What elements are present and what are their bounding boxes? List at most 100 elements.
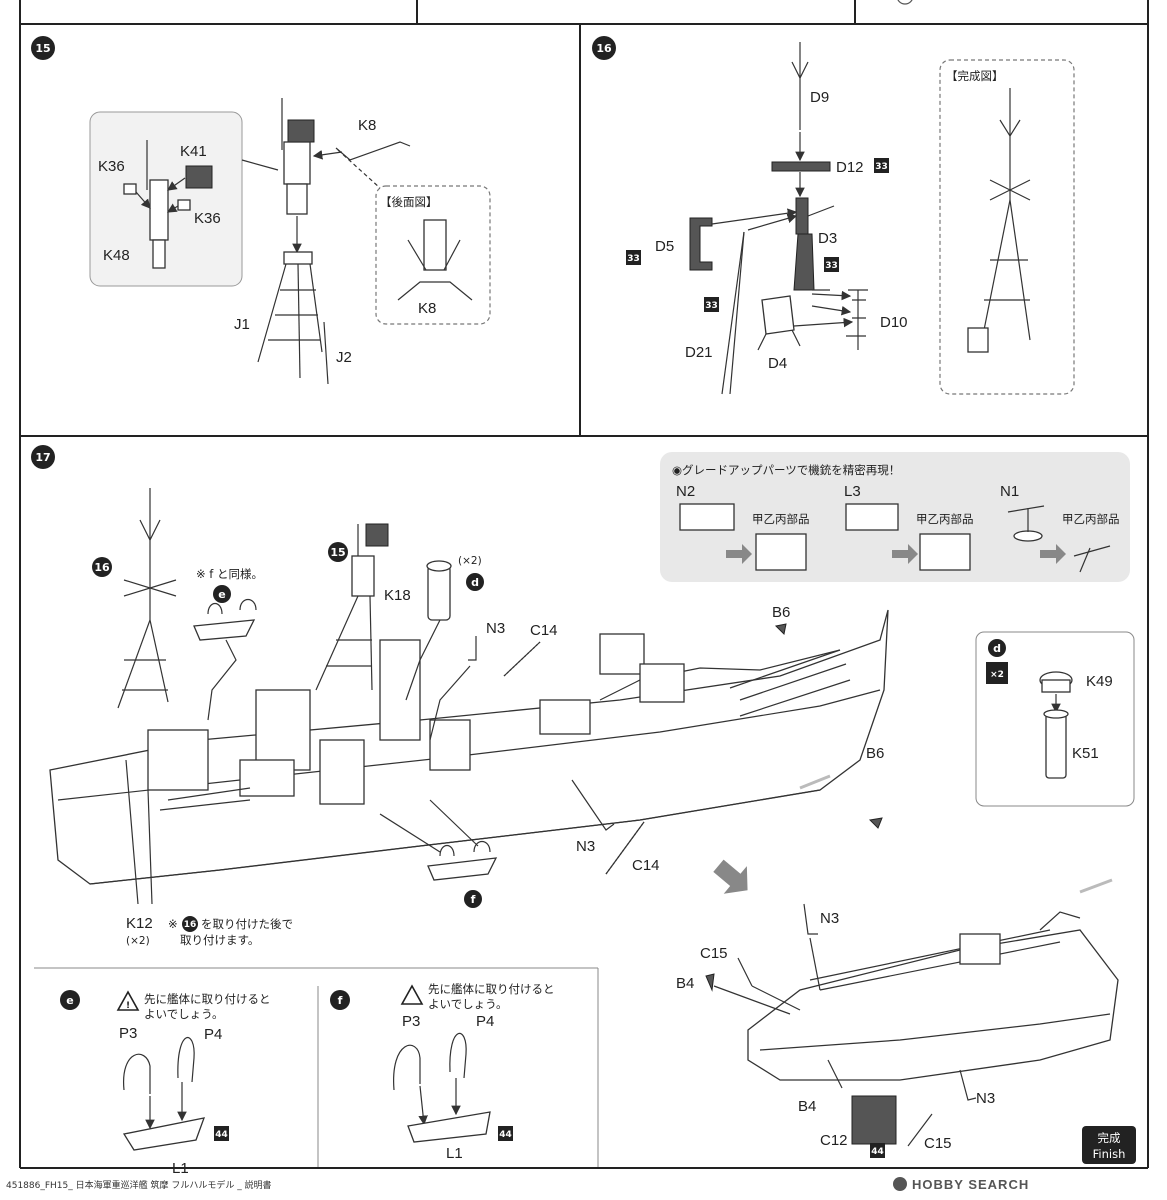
ship-hull-main	[49, 609, 889, 885]
rear-view-title: 【後面図】	[380, 195, 438, 209]
label-k41: K41	[180, 143, 207, 160]
mast-body-d3: 33	[793, 197, 839, 291]
subassembly-frame	[34, 967, 599, 1168]
k12-note: ※ 16 を取り付けた後で 取り付けます。	[168, 916, 293, 947]
part-n3-lower	[571, 779, 615, 831]
mast-detail-inset: K41 K36 K36 K48	[89, 111, 243, 287]
sub-e-p4: P4	[204, 1026, 222, 1043]
finish-badge-en: Finish	[1093, 1147, 1126, 1161]
part-n3-top	[429, 636, 477, 741]
boat-f-ship: f	[379, 799, 498, 908]
sub-e-warning-2: よいでしょう。	[144, 1007, 223, 1021]
step-15-panel	[19, 24, 1148, 437]
detail-d-k49: K49	[1086, 673, 1113, 690]
main-mast-16: 16	[92, 488, 177, 709]
gradeup-caption-n2: 甲乙丙部品	[752, 512, 810, 526]
gradeup-part-n2: N2	[676, 483, 695, 500]
note-same-as-f: ※ f と同様。	[196, 567, 263, 581]
yard-d12: 33	[771, 158, 889, 198]
label-k8: K8	[358, 117, 376, 134]
color-badge-d21: 33	[705, 301, 718, 311]
finish-badge: 完成 Finish	[1082, 1126, 1136, 1164]
label-j2: J2	[336, 349, 352, 366]
step-17-number: 17	[35, 451, 50, 464]
label-k36-right: K36	[194, 210, 221, 227]
color-badge-d5: 33	[627, 254, 640, 264]
arms-d10	[811, 289, 868, 350]
step-16-number: 16	[596, 42, 612, 55]
finish-label-c15-top: C15	[700, 945, 728, 962]
gradeup-parts-box: ◉グレードアップパーツで機銃を精密再現！ N2 甲乙丙部品 L3 甲乙丙部品 N…	[660, 452, 1130, 582]
label-d10: D10	[880, 314, 908, 331]
mast-top-assembly	[281, 98, 411, 254]
step-17-number-badge: 17	[31, 445, 55, 469]
k12-note-line2: 取り付けます。	[180, 933, 259, 947]
label-k12: K12	[126, 915, 153, 932]
label-n3-lower: N3	[576, 838, 595, 855]
k12-note-line1: を取り付けた後で	[201, 917, 293, 931]
label-k18: K18	[384, 587, 411, 604]
k12-note-ref: 16	[184, 920, 197, 930]
svg-text:※: ※	[168, 917, 178, 931]
detail-d-box: d ×2 K49 K51	[975, 631, 1135, 807]
footer-file-label: 451886_FH15_ 日本海軍重巡洋艦 筑摩 フルハルモデル _ 説明書	[6, 1179, 272, 1191]
ref-f-ship-letter: f	[471, 893, 476, 906]
sub-f-badge: 44	[499, 1130, 512, 1140]
gradeup-caption-n1: 甲乙丙部品	[1062, 512, 1120, 526]
inset-connector	[241, 159, 279, 171]
label-k48: K48	[103, 247, 130, 264]
label-n3-top: N3	[486, 620, 505, 637]
finish-label-n3-top: N3	[820, 910, 839, 927]
sub-e-p3: P3	[119, 1025, 137, 1042]
ref-e-top-letter: e	[218, 588, 225, 601]
step-15-number: 15	[35, 42, 50, 55]
color-badge-d12: 33	[875, 162, 888, 172]
fore-mast-15: 15	[315, 523, 389, 691]
ladder-c14-lower	[605, 821, 645, 875]
detail-d-mult: ×2	[990, 670, 1004, 680]
sub-f-warning-2: よいでしょう。	[428, 997, 507, 1011]
sub-e-letter: e	[66, 994, 73, 1007]
completed-view-box: 【完成図】	[939, 59, 1075, 395]
label-d4: D4	[768, 355, 787, 372]
gradeup-part-n1: N1	[1000, 483, 1019, 500]
gradeup-part-l3: L3	[844, 483, 861, 500]
gradeup-title: ◉グレードアップパーツで機銃を精密再現！	[672, 463, 900, 477]
label-c14-lower: C14	[632, 857, 660, 874]
svg-text:!: !	[126, 1001, 130, 1011]
motion-arrow-1	[799, 774, 831, 790]
ref-step-15-badge: 15	[330, 546, 345, 559]
step-15-number-badge: 15	[31, 36, 55, 60]
label-c14-top: C14	[530, 622, 558, 639]
label-d9: D9	[810, 89, 829, 106]
ref-d-letter: d	[471, 576, 479, 589]
sub-e-badge: 44	[215, 1130, 228, 1140]
gradeup-caption-l3: 甲乙丙部品	[916, 512, 974, 526]
label-d5: D5	[655, 238, 674, 255]
direction-arrow	[713, 859, 748, 894]
sub-f-p4: P4	[476, 1013, 494, 1030]
previous-steps-strip	[19, 0, 1149, 25]
part-k12-callout	[125, 759, 153, 905]
label-k12-x2: (×2)	[126, 935, 150, 947]
label-b6-top: B6	[772, 604, 790, 621]
finish-badge-jp: 完成	[1098, 1131, 1121, 1145]
part-b6	[774, 623, 883, 829]
pole-d21: 33	[704, 213, 798, 395]
label-k36-left: K36	[98, 158, 125, 175]
sub-e-warning-1: 先に艦体に取り付けると	[144, 992, 271, 1006]
finish-label-c12: C12	[820, 1132, 848, 1149]
platform-d4	[757, 295, 854, 351]
sub-f-warning-1: 先に艦体に取り付けると	[428, 982, 555, 996]
subassembly-e: e ! 先に艦体に取り付けると よいでしょう。 P3 P4 44 L1	[60, 990, 271, 1177]
label-d12: D12	[836, 159, 864, 176]
label-d-x2: (×2)	[458, 555, 482, 567]
motion-arrow-2	[1079, 878, 1113, 894]
ref-step-16-badge: 16	[94, 561, 110, 574]
label-k8-rear: K8	[418, 300, 436, 317]
label-b6-bottom: B6	[866, 745, 884, 762]
rear-view-box: 【後面図】	[337, 149, 491, 325]
watermark: HOBBY SEARCH	[893, 1177, 1028, 1192]
finish-view-badge: 44	[871, 1147, 884, 1157]
